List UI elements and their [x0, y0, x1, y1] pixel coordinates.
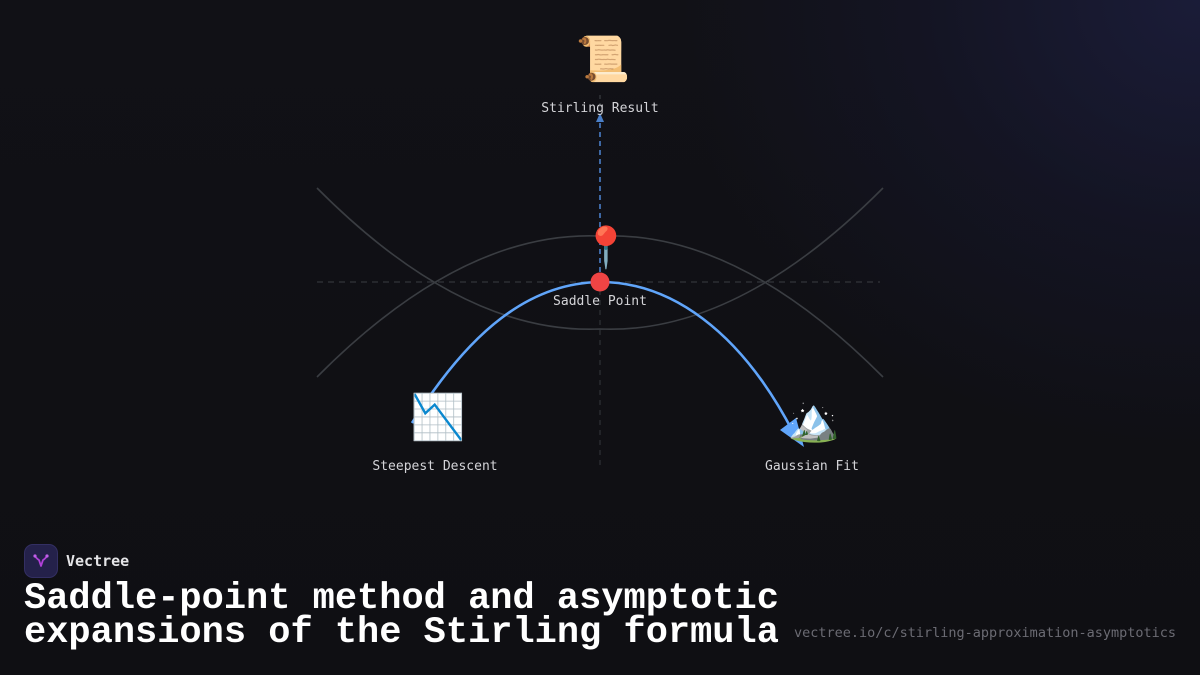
scroll-icon: 📜	[575, 34, 631, 85]
node-label-steepest-descent: Steepest Descent	[372, 459, 498, 474]
snow-capped-mountain-icon: 🏔️	[787, 395, 841, 444]
source-url: vectree.io/c/stirling-approximation-asym…	[793, 625, 1176, 641]
contour-curve-upper	[316, 187, 884, 331]
pushpin-icon: 📍	[581, 225, 631, 271]
node-label-gaussian-fit: Gaussian Fit	[765, 459, 859, 474]
brand-name: Vectree	[66, 552, 130, 570]
page-title: Saddle-point method and asymptotic expan…	[24, 581, 779, 652]
title-line-2: expansions of the Stirling formula	[24, 612, 779, 654]
title-line-1: Saddle-point method and asymptotic	[24, 578, 779, 620]
dashed-arrowhead	[596, 113, 604, 122]
curve-arrowhead	[780, 418, 804, 447]
chart-decreasing-icon: 📉	[410, 392, 466, 443]
brand: Vectree	[24, 544, 129, 578]
vectree-logo-icon	[24, 544, 58, 578]
node-label-stirling-result: Stirling Result	[541, 101, 659, 116]
saddle-point-dot	[590, 272, 610, 292]
node-label-saddle-point: Saddle Point	[553, 294, 647, 309]
